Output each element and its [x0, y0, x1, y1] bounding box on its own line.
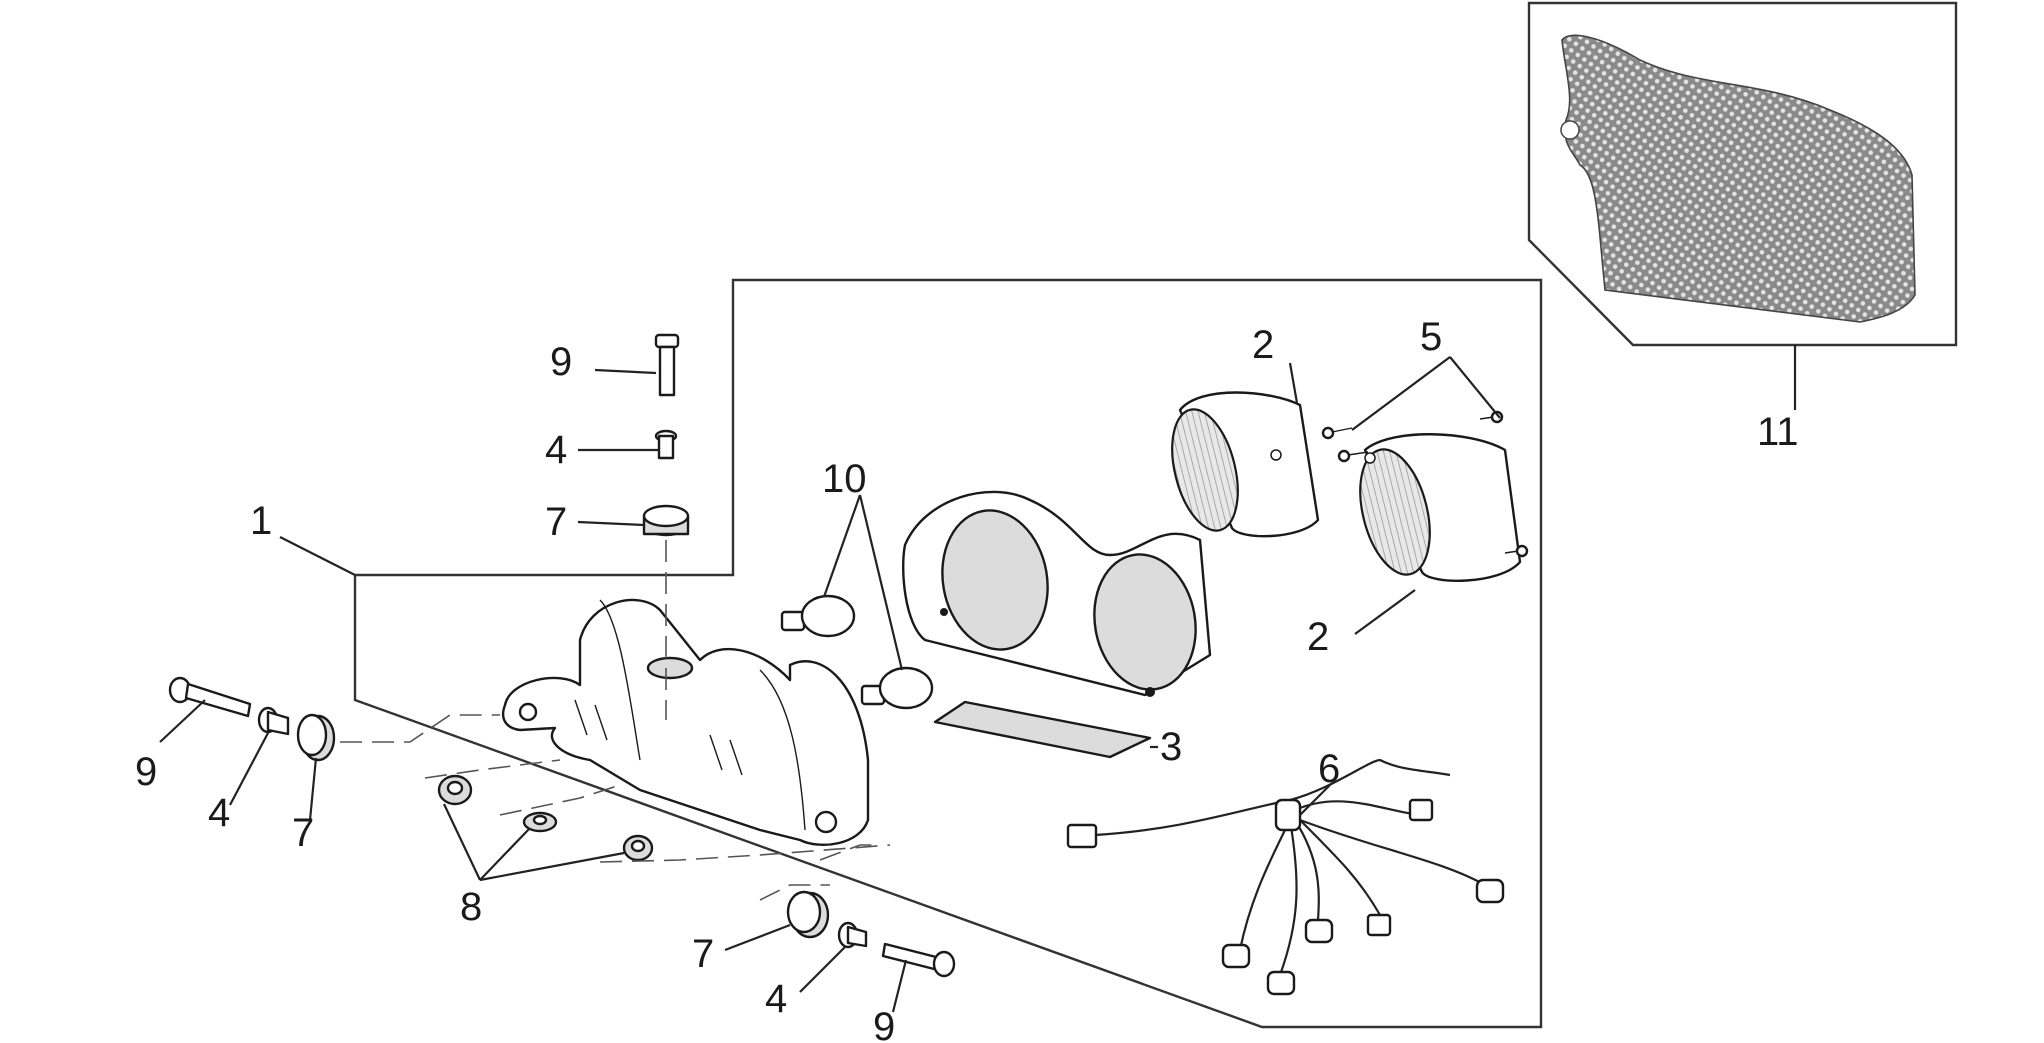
callout-6: 6	[1318, 747, 1340, 791]
bolt-upper	[654, 333, 680, 397]
lamp-base-bracket	[501, 598, 870, 847]
callout-5: 5	[1420, 315, 1442, 359]
nut-1	[437, 774, 473, 806]
callout-7-upper: 7	[545, 500, 567, 544]
grommet-left	[296, 713, 336, 762]
callout-8: 8	[460, 885, 482, 929]
lamp-lens-lower	[1359, 433, 1522, 582]
nut-3	[622, 834, 654, 862]
assembly-frame	[353, 278, 1543, 1029]
spacer-lower	[837, 921, 868, 949]
nut-2	[522, 811, 558, 833]
grommet-upper	[642, 504, 690, 537]
callout-2-upper: 2	[1252, 323, 1274, 367]
wiring-harness	[1066, 758, 1505, 996]
callout-1: 1	[250, 499, 272, 543]
mesh-grille-part	[1560, 34, 1916, 323]
callout-9-lower: 9	[873, 1005, 895, 1043]
bulb-lower	[860, 666, 934, 710]
screw-set	[1321, 410, 1529, 558]
callout-11: 11	[1757, 410, 1799, 454]
callout-2-lower: 2	[1307, 615, 1329, 659]
bolt-lower	[881, 942, 956, 978]
callout-10: 10	[822, 457, 867, 501]
lamp-housing-shell	[902, 490, 1212, 697]
callout-4-lower: 4	[765, 977, 787, 1021]
leader-lines	[159, 345, 1797, 1013]
spacer-upper	[654, 429, 678, 460]
callout-7-left: 7	[292, 811, 314, 855]
bolt-left	[168, 676, 252, 718]
lamp-lens-upper	[1171, 391, 1320, 538]
spacer-left	[257, 706, 290, 736]
bulb-upper	[780, 594, 856, 638]
grommet-lower	[786, 890, 830, 939]
callout-4-upper: 4	[545, 428, 567, 472]
callout-4-left: 4	[208, 791, 230, 835]
gasket-strip	[933, 700, 1152, 759]
callout-9-upper: 9	[550, 340, 572, 384]
callout-3: 3	[1160, 725, 1182, 769]
callout-7-lower: 7	[692, 932, 714, 976]
callout-9-left: 9	[135, 750, 157, 794]
